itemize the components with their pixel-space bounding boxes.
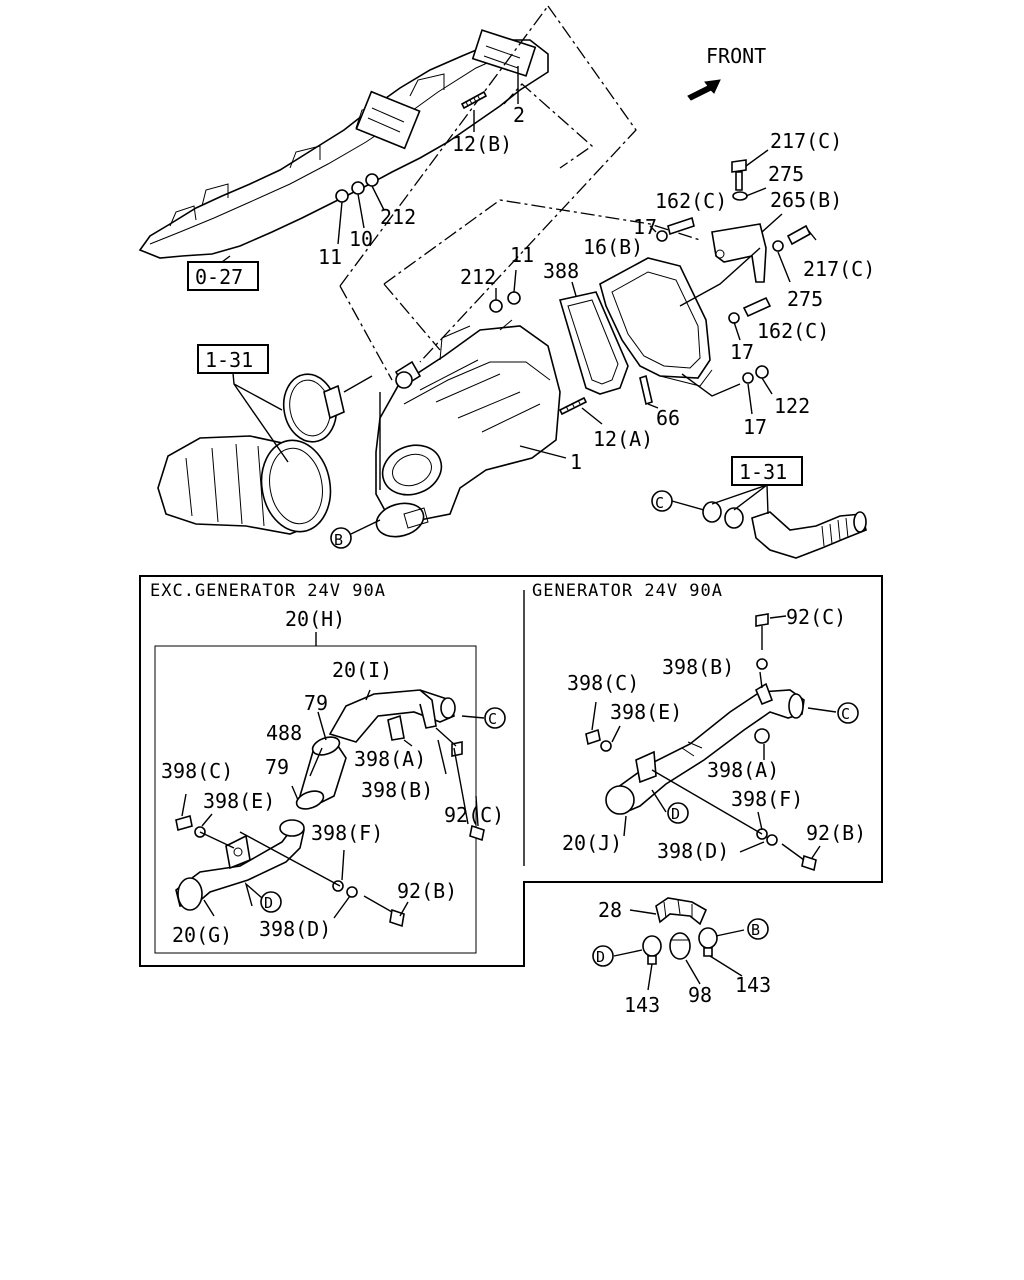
label-17-mid: 17 <box>730 340 754 364</box>
label-265b: 265(B) <box>770 188 842 212</box>
housing-16b <box>599 257 713 387</box>
pipe-20i <box>328 689 456 743</box>
callout-d-left: D <box>264 894 273 912</box>
label-398d-left: 398(D) <box>259 917 331 941</box>
label-28: 28 <box>598 898 622 922</box>
front-indicator: FRONT <box>687 44 766 101</box>
label-217c-top: 217(C) <box>770 129 842 153</box>
label-17-top: 17 <box>633 215 657 239</box>
label-398c-left: 398(C) <box>161 759 233 783</box>
callout-c-left: C <box>488 710 497 728</box>
label-275-top: 275 <box>768 162 804 186</box>
label-20i: 20(I) <box>332 658 392 682</box>
section-gen-title: GENERATOR 24V 90A <box>532 581 723 601</box>
callout-circle-d-left <box>260 891 282 913</box>
label-2: 2 <box>513 103 525 127</box>
generator-section-frame <box>139 575 883 967</box>
label-212-upper: 212 <box>380 205 416 229</box>
callout-circle-d-gen <box>667 802 689 824</box>
label-11-lower: 11 <box>510 243 534 267</box>
label-398b-right: 398(B) <box>662 655 734 679</box>
label-16b: 16(B) <box>583 235 643 259</box>
callout-d-clamp: D <box>596 948 605 966</box>
ref-1-31-left: 1-31 <box>205 348 253 372</box>
outlet-hose-right <box>702 501 867 559</box>
pipe-20j <box>605 682 805 815</box>
pipe-488 <box>295 736 347 810</box>
ref-0-27: 0-27 <box>195 265 243 289</box>
callout-c-right: C <box>655 494 664 512</box>
label-217c-right: 217(C) <box>803 257 875 281</box>
label-1: 1 <box>570 450 582 474</box>
label-98: 98 <box>688 983 712 1007</box>
callout-circle-d-clamp <box>592 945 614 967</box>
label-488: 488 <box>266 721 302 745</box>
label-143-left: 143 <box>624 993 660 1017</box>
label-162c-top: 162(C) <box>655 189 727 213</box>
label-11-upper: 11 <box>318 245 342 269</box>
pipe-20g <box>175 819 305 911</box>
label-17-low: 17 <box>743 415 767 439</box>
front-arrow-icon <box>687 79 721 101</box>
label-20j: 20(J) <box>562 831 622 855</box>
callout-circle-c-right <box>651 490 673 512</box>
label-20g: 20(G) <box>172 923 232 947</box>
ref-box-0-27 <box>187 261 259 291</box>
ref-1-31-right: 1-31 <box>739 460 787 484</box>
section-exc-title: EXC.GENERATOR 24V 90A <box>150 581 386 601</box>
label-122: 122 <box>774 394 810 418</box>
label-92b-left: 92(B) <box>397 879 457 903</box>
label-79-a: 79 <box>304 691 328 715</box>
callout-circle-b-turbo <box>330 527 352 549</box>
label-92c-right: 92(C) <box>786 605 846 629</box>
label-20h: 20(H) <box>285 607 345 631</box>
label-398e-left: 398(E) <box>203 789 275 813</box>
label-12b: 12(B) <box>452 132 512 156</box>
callout-circle-c-gen <box>837 702 859 724</box>
callout-d-gen: D <box>671 805 680 823</box>
label-10: 10 <box>349 227 373 251</box>
label-143-right: 143 <box>735 973 771 997</box>
label-212-lower: 212 <box>460 265 496 289</box>
label-92c-left: 92(C) <box>444 803 504 827</box>
label-275-right: 275 <box>787 287 823 311</box>
label-92b-right: 92(B) <box>806 821 866 845</box>
callout-b-turbo: B <box>334 531 343 549</box>
label-398a-left: 398(A) <box>354 747 426 771</box>
callout-c-gen: C <box>841 705 850 723</box>
clamp-group <box>613 897 745 991</box>
label-398c-right: 398(C) <box>567 671 639 695</box>
label-79-b: 79 <box>265 755 289 779</box>
callout-circle-c-left <box>484 707 506 729</box>
label-398f-left: 398(F) <box>311 821 383 845</box>
callout-circle-b-clamp <box>747 918 769 940</box>
label-398e-right: 398(E) <box>610 700 682 724</box>
label-398b-left: 398(B) <box>361 778 433 802</box>
label-162c-mid: 162(C) <box>757 319 829 343</box>
label-388: 388 <box>543 259 579 283</box>
front-label: FRONT <box>706 44 766 68</box>
label-66: 66 <box>656 406 680 430</box>
callout-b-clamp: B <box>751 921 760 939</box>
label-398d-right: 398(D) <box>657 839 729 863</box>
label-398f-right: 398(F) <box>731 787 803 811</box>
turbocharger <box>375 319 567 538</box>
exhaust-manifold <box>138 29 549 263</box>
label-398a-right: 398(A) <box>707 758 779 782</box>
inlet-hose <box>157 373 373 535</box>
label-12a: 12(A) <box>593 427 653 451</box>
